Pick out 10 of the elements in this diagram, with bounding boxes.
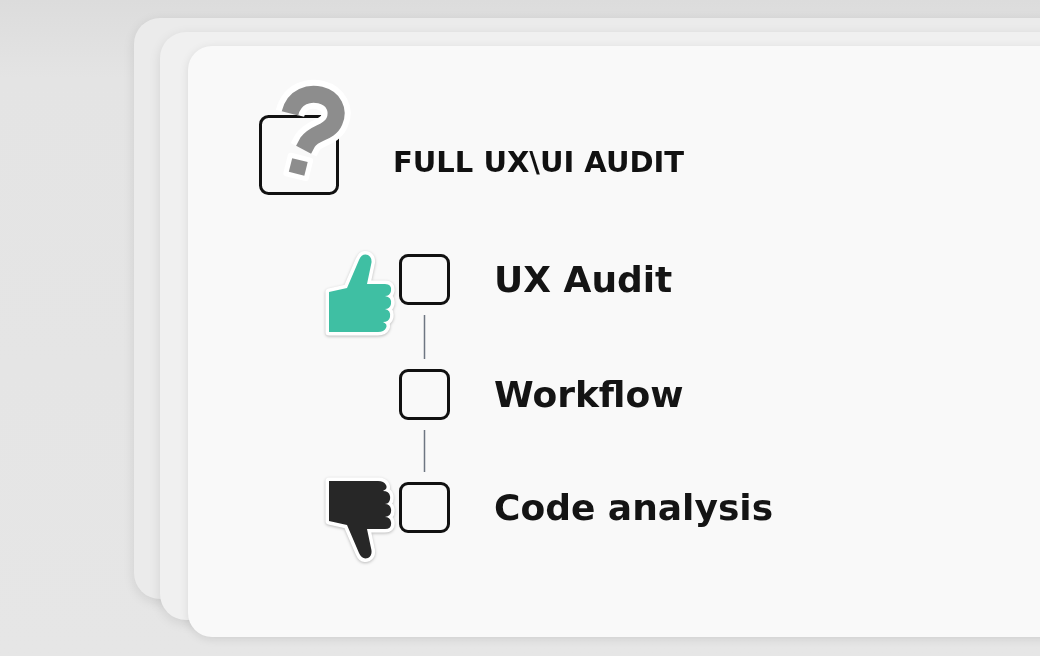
checkbox: [399, 254, 450, 305]
connector-line: [423, 314, 426, 360]
card-heading: FULL UX\UI AUDIT: [393, 145, 685, 179]
connector-line: [423, 429, 426, 473]
checklist-label: Workflow: [494, 372, 684, 417]
card-panel: [188, 46, 1040, 637]
checkbox: [399, 482, 450, 533]
checklist-label: Code analysis: [494, 485, 774, 530]
checklist-label: UX Audit: [494, 257, 673, 302]
checkbox: [399, 369, 450, 420]
